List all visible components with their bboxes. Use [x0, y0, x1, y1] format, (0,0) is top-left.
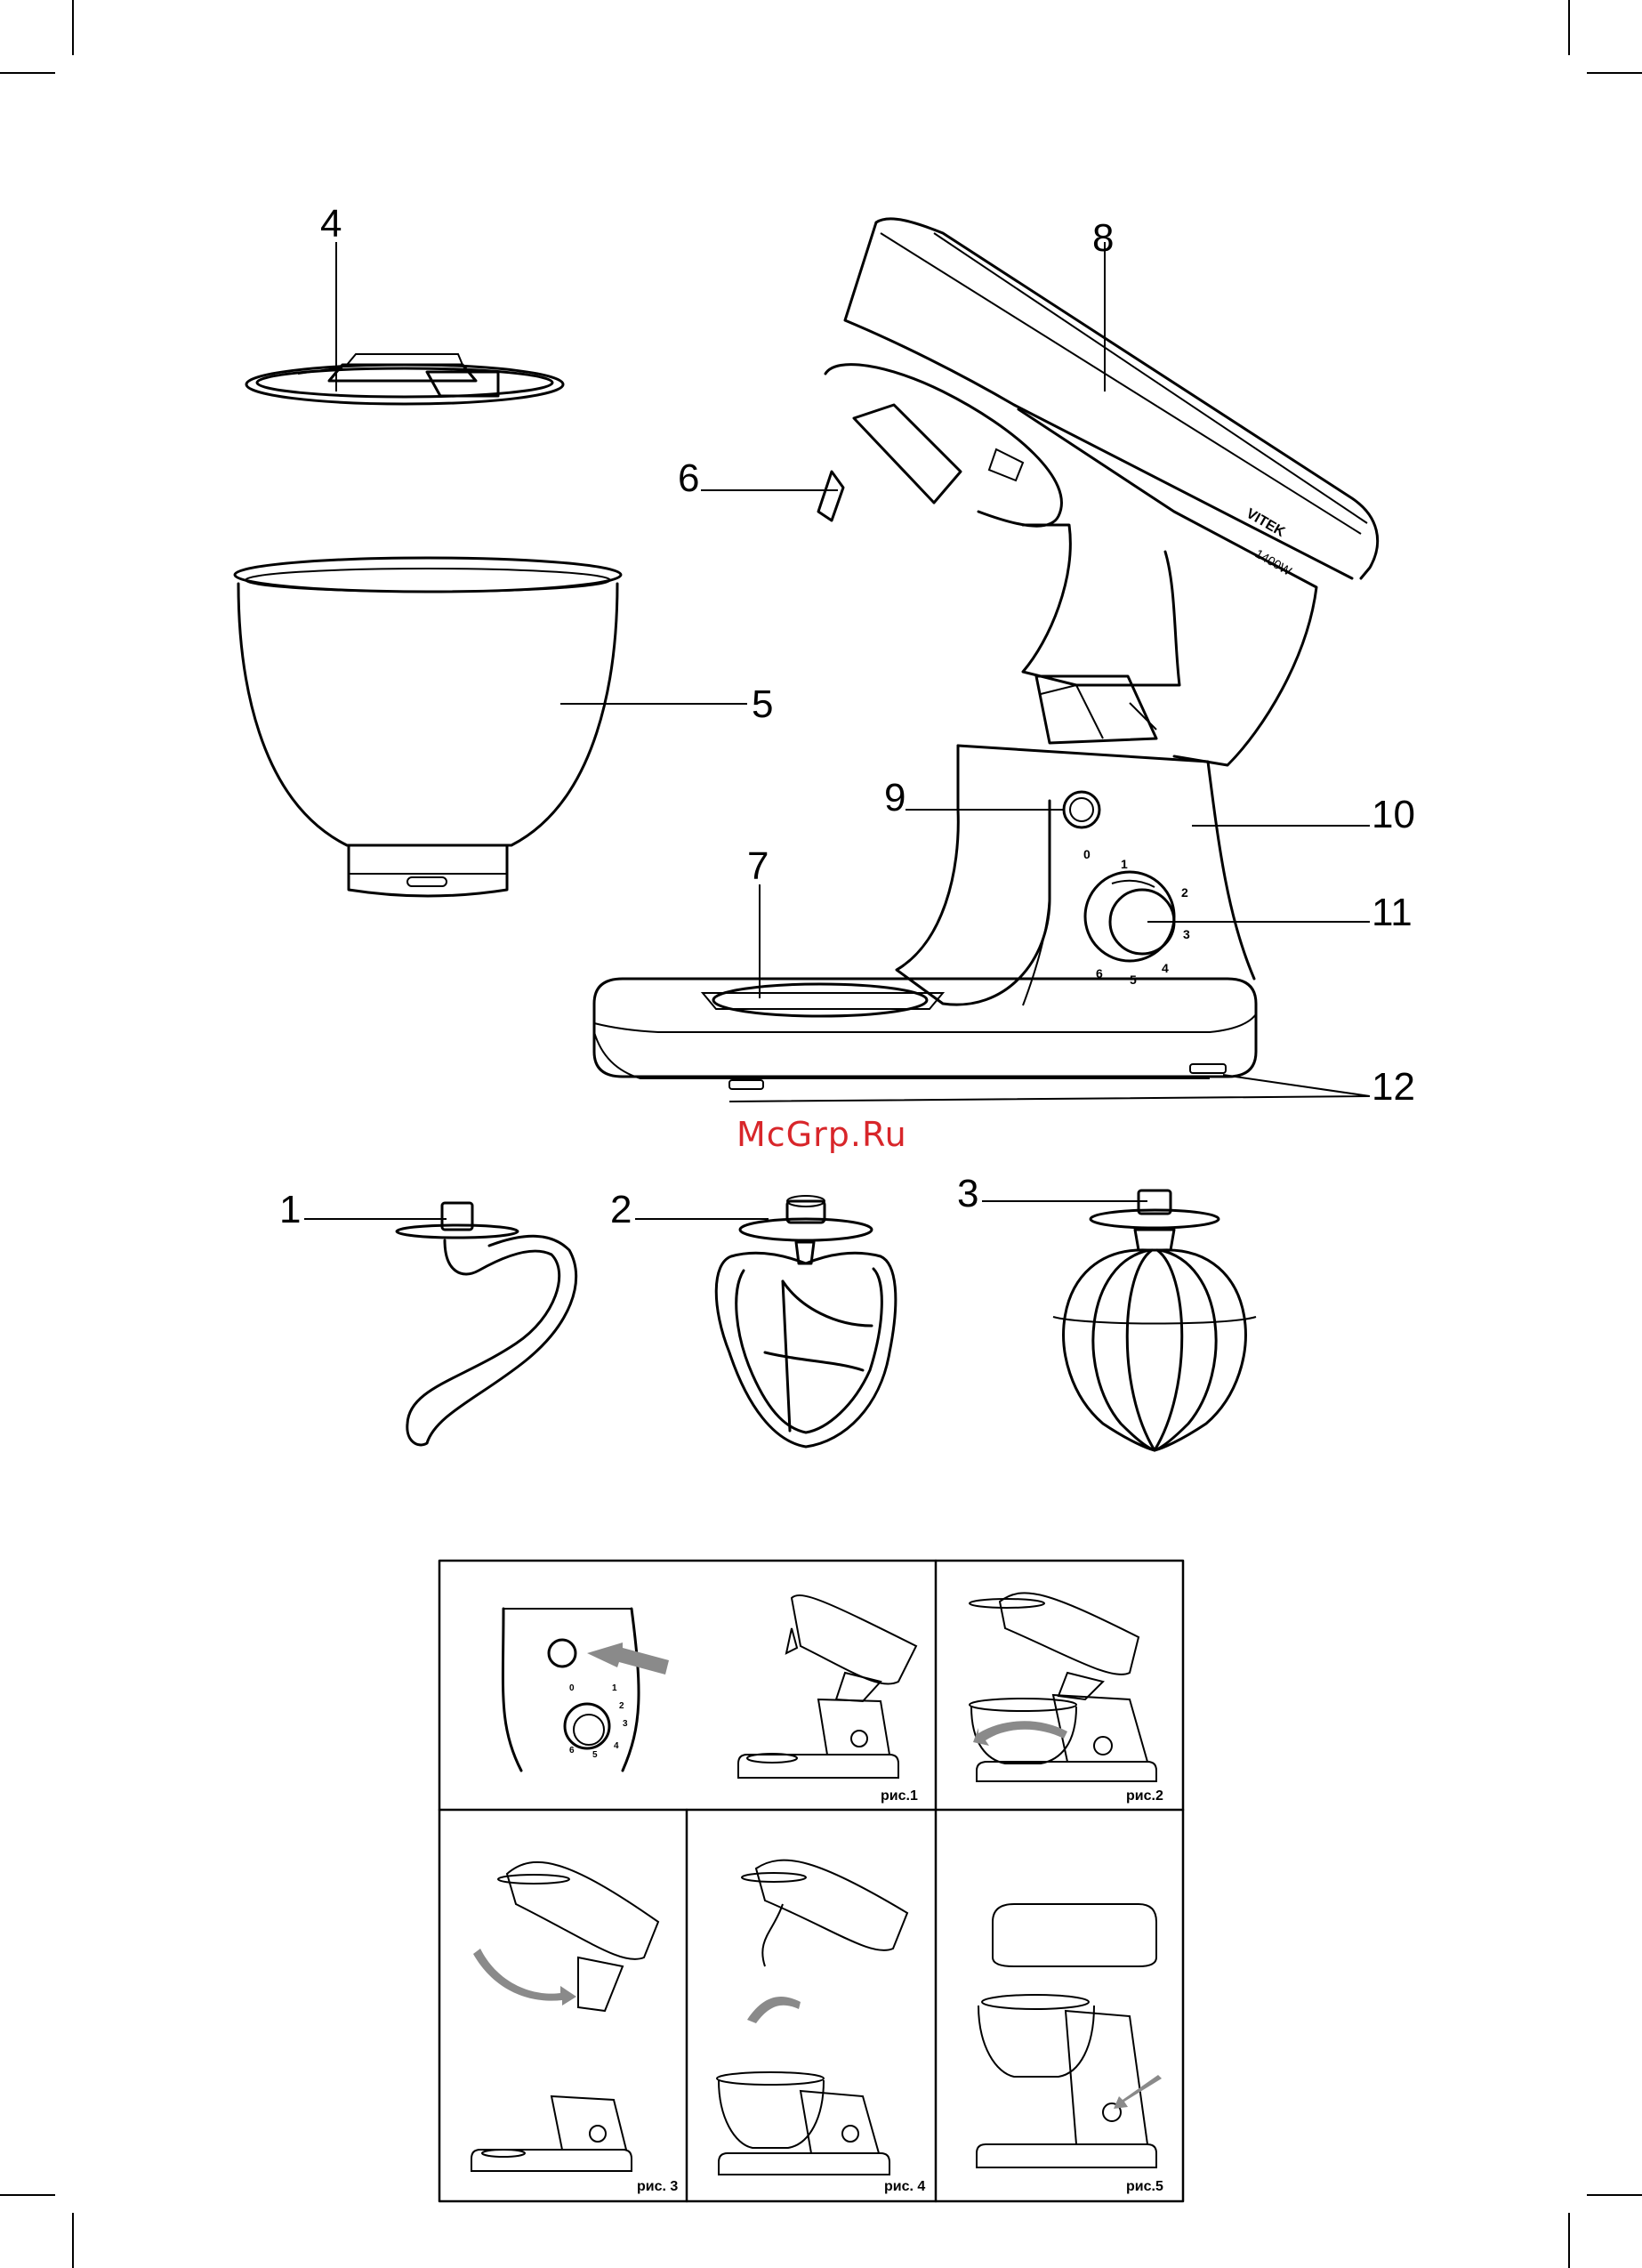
brand-power: 1400W — [1253, 546, 1295, 578]
callout-5: 5 — [752, 682, 773, 726]
svg-text:1: 1 — [612, 1683, 617, 1693]
dough-hook-illustration — [397, 1203, 576, 1445]
svg-text:6: 6 — [1096, 966, 1103, 981]
svg-text:4: 4 — [1162, 961, 1169, 975]
callout-4: 4 — [320, 202, 342, 246]
callout-2: 2 — [610, 1188, 632, 1231]
callout-11: 11 — [1372, 891, 1413, 934]
svg-text:0: 0 — [569, 1683, 575, 1693]
splash-guard-lid-illustration — [246, 354, 563, 404]
step-figures-grid — [439, 1561, 1183, 2201]
whisk-illustration — [1053, 1190, 1256, 1450]
figure-3-caption: рис. 3 — [637, 2179, 678, 2194]
callout-1: 1 — [279, 1188, 301, 1231]
figure-4-panel — [717, 1860, 907, 2175]
svg-text:3: 3 — [1183, 927, 1190, 941]
figure-2-panel — [970, 1593, 1156, 1781]
svg-text:6: 6 — [569, 1746, 575, 1755]
figure-5-panel — [977, 1904, 1162, 2167]
flat-beater-illustration — [716, 1196, 896, 1447]
callout-10: 10 — [1372, 793, 1415, 836]
mixing-bowl-illustration — [235, 558, 621, 896]
figure-4-caption: рис. 4 — [884, 2179, 925, 2194]
callout-9: 9 — [884, 776, 906, 819]
svg-text:0: 0 — [1083, 847, 1091, 861]
stand-mixer-illustration: 0 1 2 3 4 5 6 VITEK 1400W — [594, 219, 1378, 1089]
svg-text:5: 5 — [1130, 973, 1137, 987]
callout-8: 8 — [1092, 216, 1114, 260]
callout-6: 6 — [678, 456, 699, 500]
figure-3-panel — [471, 1862, 658, 2171]
callout-7: 7 — [747, 844, 769, 888]
svg-text:3: 3 — [623, 1719, 628, 1729]
svg-text:2: 2 — [619, 1701, 624, 1711]
watermark-text: McGrp.Ru — [736, 1115, 907, 1154]
callout-12: 12 — [1372, 1065, 1415, 1109]
callout-3: 3 — [957, 1172, 978, 1215]
svg-text:1: 1 — [1121, 857, 1128, 871]
svg-text:5: 5 — [592, 1750, 598, 1760]
figure-2-caption: рис.2 — [1126, 1788, 1163, 1804]
svg-text:4: 4 — [614, 1741, 619, 1751]
svg-text:2: 2 — [1181, 885, 1188, 900]
figure-1-panel: 0 1 2 3 4 5 6 — [503, 1595, 916, 1778]
figure-1-caption: рис.1 — [881, 1788, 918, 1804]
figure-5-caption: рис.5 — [1126, 2179, 1163, 2194]
